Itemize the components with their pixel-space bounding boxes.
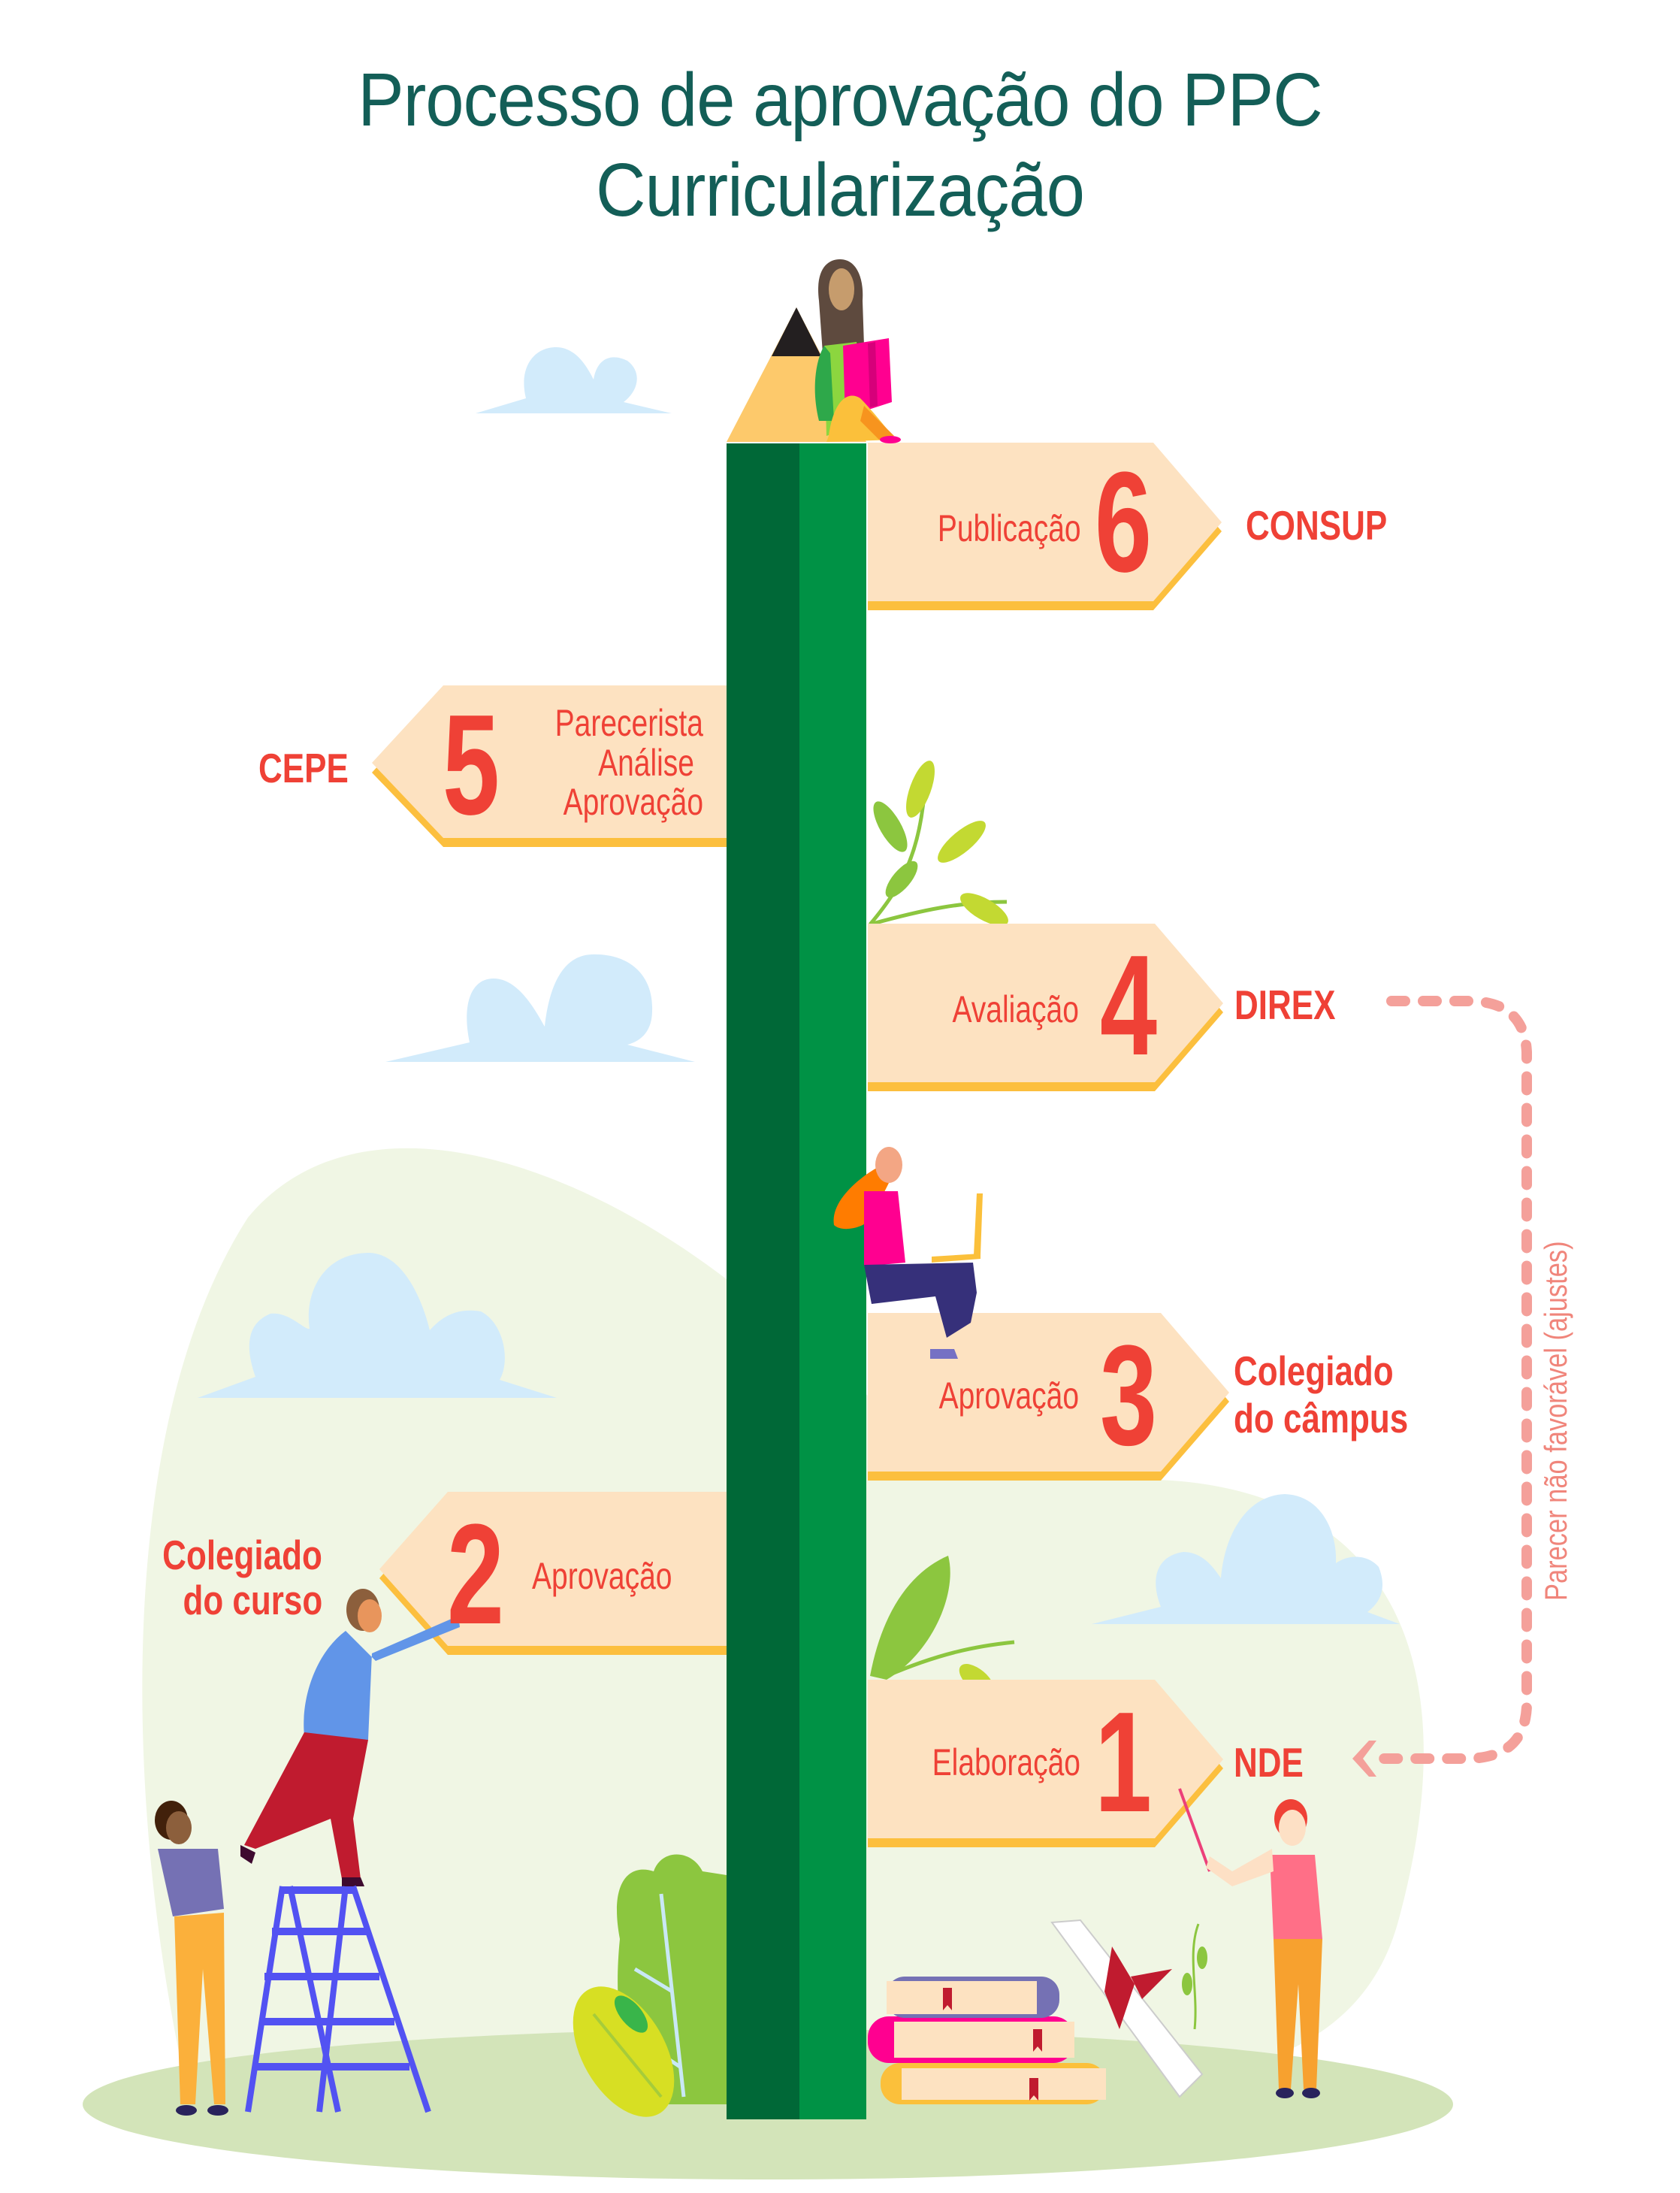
person-watching-icon (155, 1801, 228, 2116)
step-3-action: Aprovação (938, 1375, 1079, 1417)
step-4-body: DIREX (1234, 982, 1336, 1028)
page-title: Processo de aprovação do PPC (358, 58, 1322, 142)
diploma-scroll-icon (1050, 1919, 1207, 2098)
step-5-action-2: Análise (598, 742, 694, 784)
leaf-branch-icon (869, 761, 1008, 927)
step-3-body-1: Colegiado (1234, 1348, 1394, 1394)
feedback-loop-label: Parecer não favorável (ajustes) (1538, 1241, 1573, 1601)
sign-step-3 (868, 1313, 1229, 1481)
step-6-action: Publicação (938, 507, 1081, 549)
pencil (727, 307, 866, 2119)
step-4-action: Avaliação (952, 988, 1079, 1030)
books-icon (868, 1977, 1106, 2104)
step-5-action-3: Aprovação (563, 781, 703, 823)
step-5-action-1: Parecerista (554, 702, 703, 744)
person-reading-icon (814, 259, 901, 443)
sign-step-4 (868, 924, 1223, 1091)
sign-step-1 (868, 1680, 1223, 1847)
cloud-icon (476, 347, 672, 413)
person-laptop-icon (833, 1147, 983, 1359)
step-6-body: CONSUP (1246, 502, 1388, 549)
step-1-action: Elaboração (932, 1741, 1080, 1783)
step-5-number: 5 (442, 685, 500, 845)
cloud-icon (198, 1253, 557, 1398)
step-1-number: 1 (1094, 1683, 1153, 1842)
step-3-body-2: do câmpus (1234, 1395, 1409, 1441)
step-5-body: CEPE (258, 745, 349, 791)
pencil-body-dark (727, 443, 799, 2119)
pencil-body-light (799, 443, 866, 2119)
step-2-action: Aprovação (532, 1555, 672, 1597)
cloud-icon (1092, 1494, 1400, 1624)
sign-step-2 (379, 1492, 727, 1655)
step-2-body-1: Colegiado (162, 1532, 322, 1578)
ladder-icon (245, 1885, 431, 2113)
step-4-number: 4 (1099, 926, 1158, 1085)
pencil-graphite-tip (772, 307, 821, 356)
step-1-body: NDE (1234, 1739, 1304, 1786)
arrowhead-icon (1352, 1741, 1376, 1777)
step-6-number: 6 (1094, 443, 1153, 602)
page-subtitle: Curricularização (596, 148, 1085, 232)
sign-step-6 (868, 443, 1222, 610)
cloud-icon (385, 954, 695, 1062)
person-on-ladder-icon (240, 1589, 460, 1886)
step-2-number: 2 (446, 1495, 505, 1654)
person-pointing-icon (1178, 1788, 1322, 2098)
sign-step-5 (372, 685, 727, 847)
step-2-body-2: do curso (183, 1577, 322, 1623)
step-3-number: 3 (1099, 1316, 1158, 1475)
feedback-loop-arrow (1352, 996, 1532, 1777)
plant-icon (573, 1854, 727, 2117)
